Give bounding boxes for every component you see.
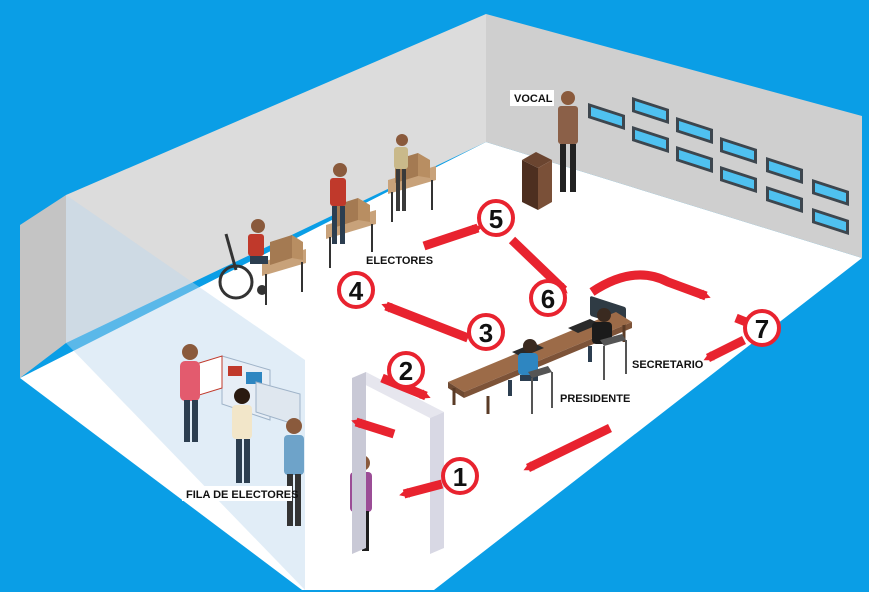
step-number: 1: [453, 462, 467, 492]
step-badge-6: 6: [531, 281, 565, 315]
step-number: 6: [541, 284, 555, 314]
step-badge-5: 5: [479, 201, 513, 235]
secretario-label: SECRETARIO: [632, 359, 704, 371]
step-number: 7: [755, 314, 769, 344]
step-number: 3: [479, 318, 493, 348]
electores-label: ELECTORES: [366, 255, 433, 267]
step-number: 5: [489, 204, 503, 234]
step-badge-7: 7: [745, 311, 779, 345]
presidente-label: PRESIDENTE: [560, 393, 630, 405]
vocal-label: VOCAL: [514, 93, 553, 105]
step-badge-1: 1: [443, 459, 477, 493]
step-badge-4: 4: [339, 273, 373, 307]
step-badge-2: 2: [389, 353, 423, 387]
fila-electores-label: FILA DE ELECTORES: [186, 489, 298, 501]
step-number: 2: [399, 356, 413, 386]
step-number: 4: [349, 276, 364, 306]
ballot-box: [522, 152, 552, 210]
step-badge-3: 3: [469, 315, 503, 349]
left-wall-edge: [20, 195, 66, 378]
